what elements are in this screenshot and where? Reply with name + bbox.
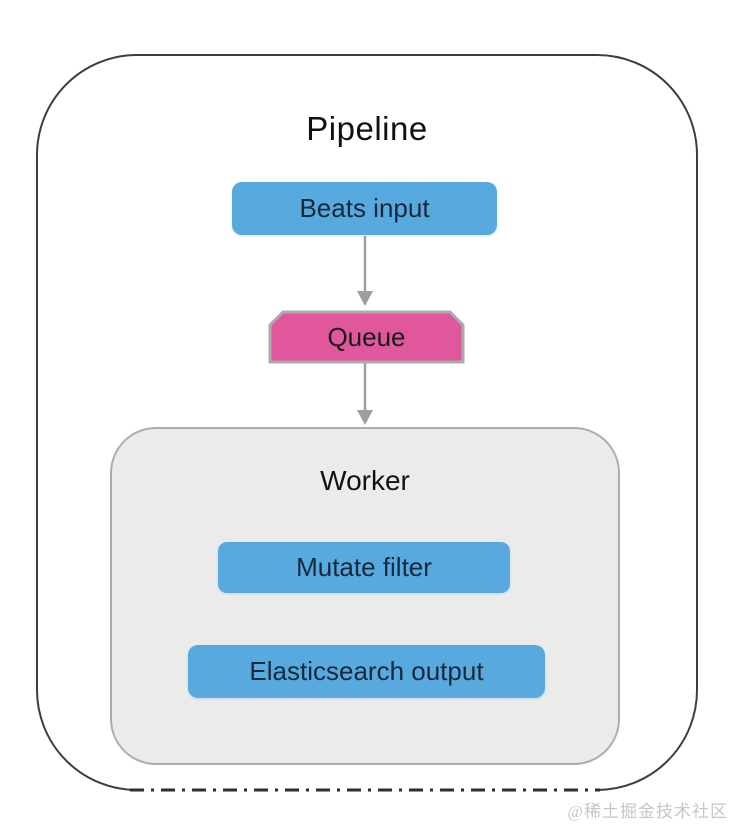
pipeline-title: Pipeline [306, 110, 428, 147]
worker-group [110, 427, 620, 765]
node-mutate-filter-label: Mutate filter [296, 552, 432, 582]
arrow-beats-to-queue-icon [357, 236, 373, 306]
queue-node-shape [268, 310, 465, 364]
node-queue-label: Queue [327, 321, 406, 352]
node-mutate-filter: Mutate filter [218, 542, 510, 593]
node-elasticsearch-output-label: Elasticsearch output [249, 656, 484, 686]
node-beats-input-label: Beats input [299, 193, 430, 223]
worker-group-title: Worker [320, 465, 410, 496]
node-elasticsearch-output: Elasticsearch output [188, 645, 545, 698]
pipeline-boundary-outline [36, 54, 698, 791]
watermark: @稀土掘金技术社区 [567, 802, 728, 821]
node-beats-input: Beats input [232, 182, 497, 235]
arrow-queue-to-worker-icon [357, 363, 373, 425]
node-queue: Queue [270, 312, 463, 362]
